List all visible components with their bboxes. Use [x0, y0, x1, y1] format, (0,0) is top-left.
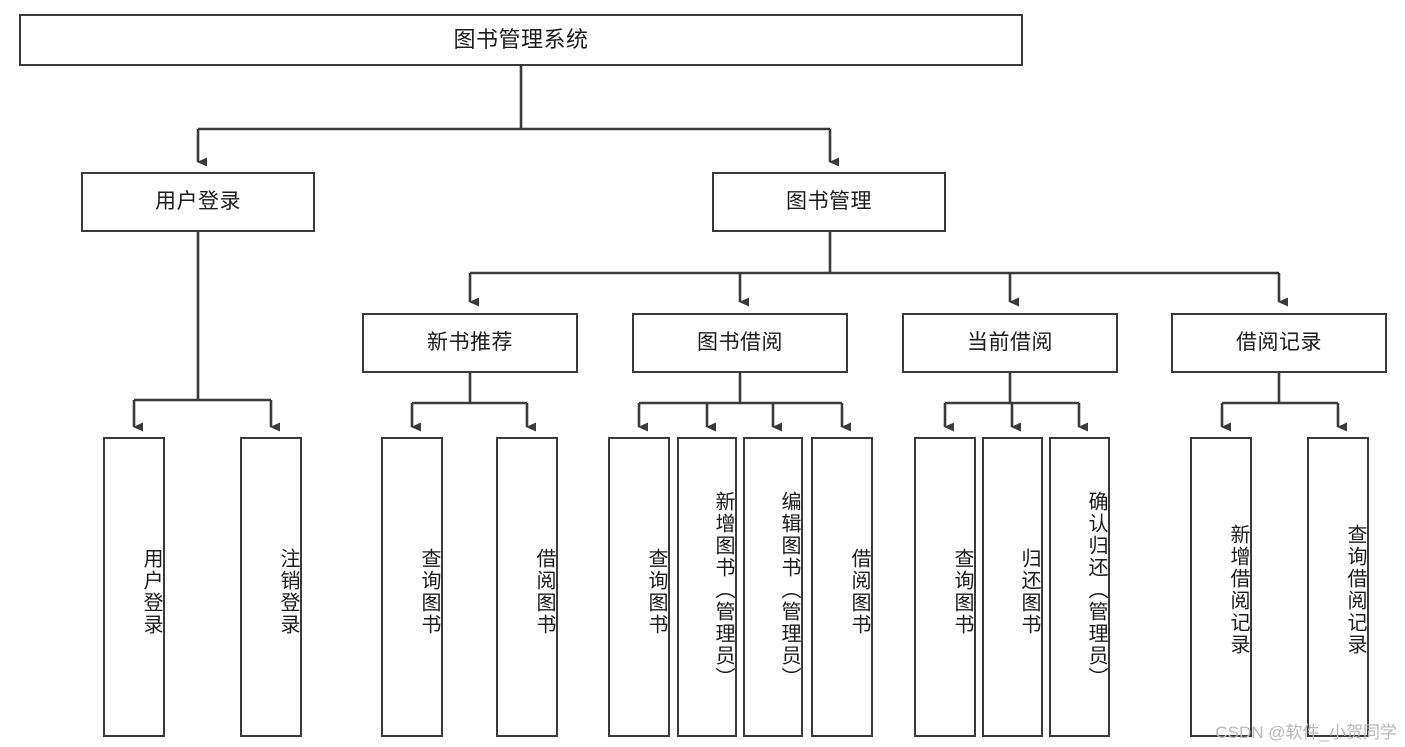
node-label: 编辑图书（管理员）	[778, 491, 800, 689]
node-label: 新增借阅记录	[1227, 524, 1249, 656]
node-label: 当前借阅	[967, 330, 1053, 354]
node-label: 确认归还（管理员）	[1085, 491, 1107, 689]
leaf-current-borrow-return-book[interactable]: 归还图书	[982, 437, 1043, 737]
node-root-book-management-system[interactable]: 图书管理系统	[19, 14, 1023, 66]
leaf-new-book-borrow-book[interactable]: 借阅图书	[496, 437, 558, 737]
node-label: 借阅记录	[1236, 330, 1322, 354]
leaf-book-borrow-query-book[interactable]: 查询图书	[608, 437, 670, 737]
node-book-borrow[interactable]: 图书借阅	[632, 313, 848, 373]
node-label: 归还图书	[1018, 548, 1040, 636]
node-label: 新增图书（管理员）	[712, 491, 734, 689]
node-label: 借阅图书	[533, 548, 555, 636]
node-label: 图书管理	[786, 189, 872, 213]
csdn-watermark: CSDN @软件_小贺同学	[1215, 723, 1397, 742]
leaf-borrow-record-query-record[interactable]: 查询借阅记录	[1307, 437, 1369, 737]
node-label: 用户登录	[140, 548, 162, 636]
leaf-user-login-logout[interactable]: 注销登录	[240, 437, 302, 737]
node-user-login[interactable]: 用户登录	[81, 172, 315, 232]
leaf-current-borrow-confirm-return-admin[interactable]: 确认归还（管理员）	[1049, 437, 1110, 737]
node-label: 用户登录	[155, 189, 241, 213]
leaf-book-borrow-add-book-admin[interactable]: 新增图书（管理员）	[677, 437, 737, 737]
leaf-borrow-record-add-record[interactable]: 新增借阅记录	[1190, 437, 1252, 737]
leaf-book-borrow-edit-book-admin[interactable]: 编辑图书（管理员）	[743, 437, 803, 737]
node-borrow-record[interactable]: 借阅记录	[1171, 313, 1387, 373]
leaf-current-borrow-query-book[interactable]: 查询图书	[914, 437, 976, 737]
leaf-book-borrow-borrow-book[interactable]: 借阅图书	[811, 437, 873, 737]
node-label: 借阅图书	[848, 548, 870, 636]
node-label: 查询图书	[418, 548, 440, 636]
node-new-book-recommend[interactable]: 新书推荐	[362, 313, 578, 373]
node-book-management[interactable]: 图书管理	[712, 172, 946, 232]
leaf-new-book-query-book[interactable]: 查询图书	[381, 437, 443, 737]
node-label: 查询借阅记录	[1344, 524, 1366, 656]
node-label: 查询图书	[645, 548, 667, 636]
node-label: 查询图书	[951, 548, 973, 636]
node-label: 新书推荐	[427, 330, 513, 354]
node-current-borrow[interactable]: 当前借阅	[902, 313, 1118, 373]
node-label: 图书管理系统	[453, 26, 589, 52]
node-label: 注销登录	[277, 548, 299, 636]
node-label: 图书借阅	[697, 330, 783, 354]
leaf-user-login-login[interactable]: 用户登录	[103, 437, 165, 737]
